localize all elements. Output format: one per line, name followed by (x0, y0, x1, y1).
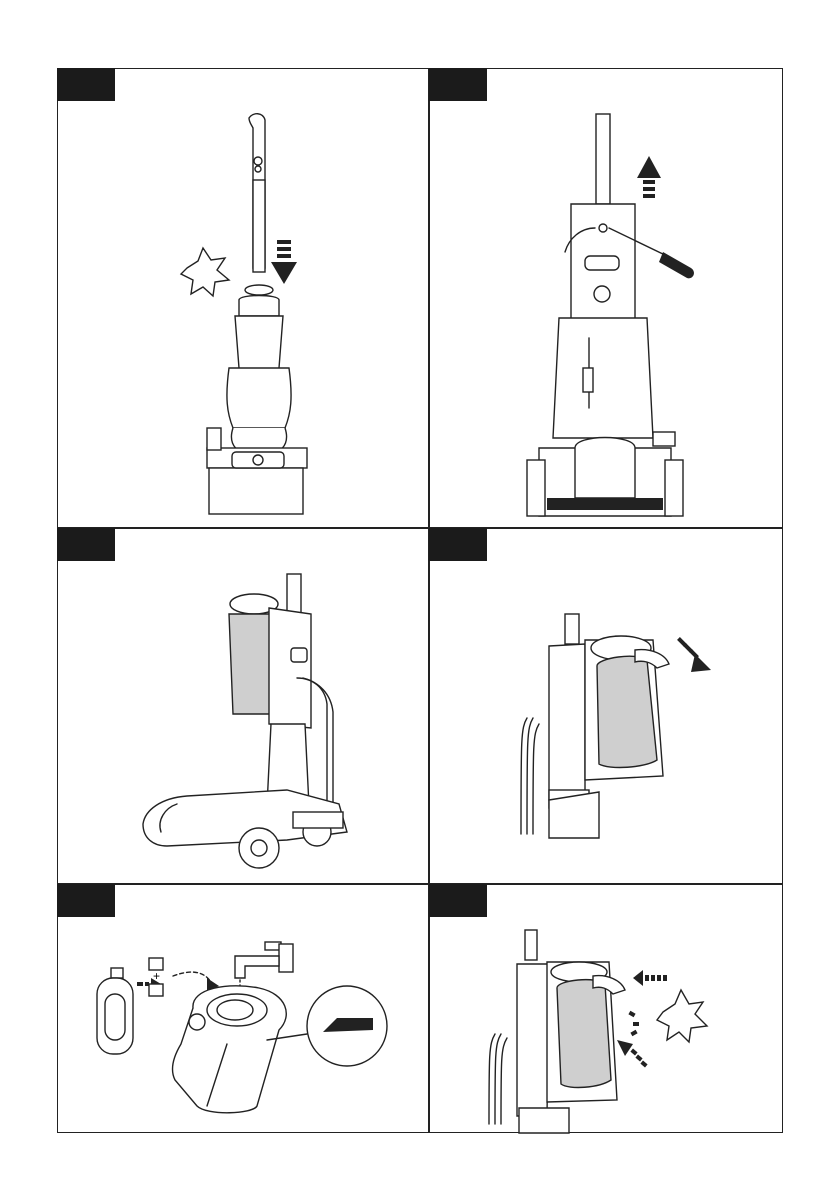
step-panel-6 (429, 884, 783, 1133)
click-burst-icon (657, 990, 707, 1042)
step-panel-5: + (57, 884, 429, 1133)
screw-handle-illustration (429, 68, 783, 528)
arrow-push-in-icon (617, 1040, 648, 1067)
assembled-unit-illustration (57, 528, 429, 884)
step-panel-3 (57, 528, 429, 884)
insert-tank-illustration (429, 884, 783, 1133)
arrow-down-icon (271, 240, 297, 284)
arrow-up-icon (637, 156, 661, 198)
step-panel-1 (57, 68, 429, 528)
arrow-left-icon (633, 970, 667, 986)
step-panel-4 (429, 528, 783, 884)
step-panel-2 (429, 68, 783, 528)
remove-tank-illustration (429, 528, 783, 884)
click-burst-icon (181, 248, 229, 296)
measuring-cap-icon: + (149, 958, 163, 996)
arrow-pull-out-icon (677, 637, 711, 672)
assemble-handle-illustration (57, 68, 429, 528)
click-sound-icon (628, 1011, 639, 1036)
solution-bottle-icon (97, 968, 133, 1054)
fill-tank-illustration: + (57, 884, 429, 1133)
svg-text:+: + (153, 969, 160, 983)
